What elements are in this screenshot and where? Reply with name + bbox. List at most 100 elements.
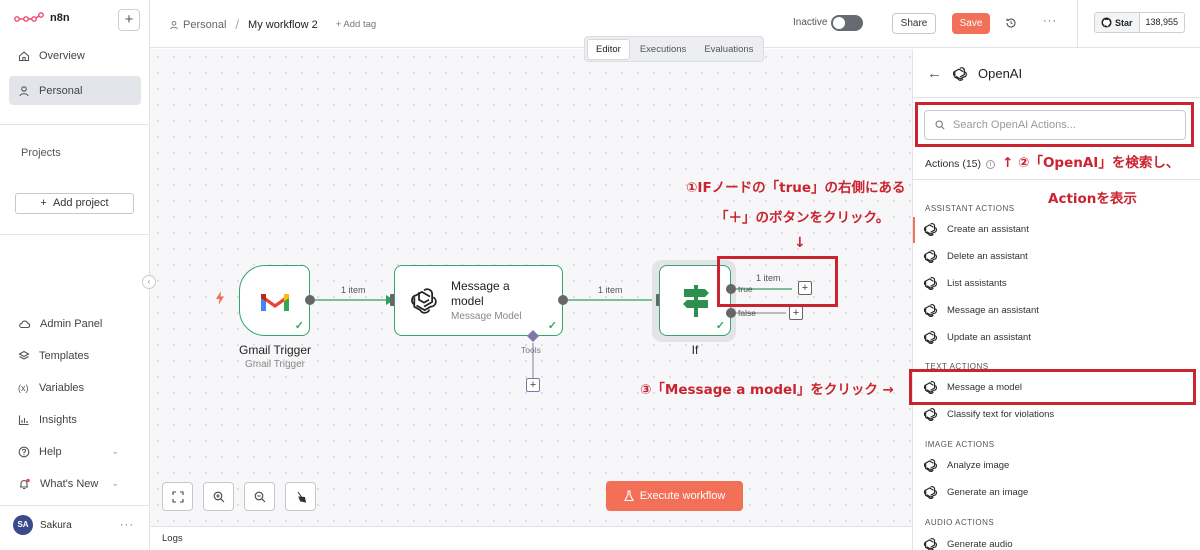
- tab-editor[interactable]: Editor: [587, 38, 630, 60]
- workflow-canvas[interactable]: Editor Executions Evaluations ✓ Gmail Tr…: [150, 36, 912, 526]
- success-check-icon: ✓: [715, 320, 725, 332]
- add-node-false-button[interactable]: +: [789, 306, 803, 320]
- execute-workflow-button[interactable]: Execute workflow: [606, 481, 743, 511]
- create-button[interactable]: +: [118, 9, 140, 31]
- connection-lines: [314, 288, 792, 379]
- add-tool-button[interactable]: +: [526, 378, 540, 392]
- annotation-highlight-box: [717, 256, 838, 307]
- message-input-handle[interactable]: [390, 294, 396, 306]
- gmail-icon: [261, 294, 289, 311]
- sidebar-item-insights[interactable]: Insights: [9, 405, 141, 434]
- tools-diamond-handle[interactable]: [527, 330, 539, 342]
- action-message-assistant[interactable]: Message an assistant: [923, 298, 1193, 322]
- search-input[interactable]: [953, 119, 1173, 131]
- zoom-out-button[interactable]: [244, 482, 275, 511]
- tools-label: Tools: [521, 345, 541, 355]
- more-options-icon[interactable]: ···: [1043, 15, 1057, 27]
- github-star-button[interactable]: Star: [1095, 13, 1140, 32]
- annotation-step2-line1: ↑ ②「OpenAI」を検索し、: [1002, 155, 1180, 171]
- share-button[interactable]: Share: [892, 13, 936, 34]
- breadcrumb: Personal / My workflow 2 + Add tag: [169, 17, 376, 32]
- flask-icon: [623, 490, 634, 502]
- sidebar-item-label: Insights: [39, 413, 77, 426]
- annotation-highlight-box: [915, 102, 1194, 147]
- save-button[interactable]: Save: [952, 13, 990, 34]
- history-icon[interactable]: [1005, 17, 1017, 29]
- github-star-widget[interactable]: Star 138,955: [1094, 12, 1186, 33]
- connection-item-count: 1 item: [598, 285, 623, 295]
- action-generate-image[interactable]: Generate an image: [923, 480, 1193, 504]
- action-message-model[interactable]: Message a model: [923, 375, 1193, 399]
- action-analyze-image[interactable]: Analyze image: [923, 453, 1193, 477]
- add-node-true-button[interactable]: +: [798, 281, 812, 295]
- n8n-logo[interactable]: n8n: [14, 12, 70, 24]
- action-update-assistant[interactable]: Update an assistant: [923, 325, 1193, 349]
- action-label: Delete an assistant: [947, 250, 1028, 262]
- panel-title: OpenAI: [978, 66, 1023, 81]
- tab-evaluations[interactable]: Evaluations: [704, 43, 754, 55]
- sidebar-item-label: What's New: [40, 477, 99, 490]
- user-profile[interactable]: SA Sakura: [13, 515, 72, 535]
- zoom-in-icon: [213, 491, 224, 502]
- add-project-label: Add project: [52, 197, 109, 209]
- top-divider: [1077, 0, 1078, 48]
- openai-icon: [923, 485, 938, 500]
- tab-executions[interactable]: Executions: [639, 43, 687, 55]
- if-node-title: If: [691, 343, 699, 357]
- workflow-name[interactable]: My workflow 2: [248, 18, 318, 31]
- openai-icon: [923, 330, 938, 345]
- panel-divider: [913, 179, 1200, 180]
- github-star-label: Star: [1115, 17, 1133, 28]
- sidebar-item-whats-new[interactable]: What's New ⌄: [9, 469, 141, 498]
- action-list-assistants[interactable]: List assistants: [923, 271, 1193, 295]
- annotation-step1-line1: ①IFノードの「true」の右側にある: [686, 180, 906, 196]
- openai-icon: [923, 222, 938, 237]
- user-menu-icon[interactable]: ···: [120, 519, 134, 531]
- gmail-output-handle[interactable]: [305, 295, 315, 305]
- action-delete-assistant[interactable]: Delete an assistant: [923, 244, 1193, 268]
- gmail-trigger-node[interactable]: ✓: [239, 265, 310, 336]
- breadcrumb-project[interactable]: Personal: [183, 18, 227, 31]
- info-icon[interactable]: i: [986, 159, 996, 169]
- cloud-icon: [19, 320, 31, 328]
- plus-icon: +: [40, 197, 53, 209]
- openai-icon: [923, 249, 938, 264]
- back-arrow-icon[interactable]: ←: [927, 65, 942, 82]
- sidebar-item-templates[interactable]: Templates: [9, 341, 141, 370]
- openai-icon: [923, 407, 938, 422]
- gmail-node-title: Gmail Trigger: [238, 343, 312, 357]
- logs-bar[interactable]: Logs: [150, 526, 912, 550]
- message-output-handle[interactable]: [558, 295, 568, 305]
- actions-heading: Actions (15) i: [925, 158, 996, 170]
- add-project-button[interactable]: + Add project: [15, 193, 134, 214]
- add-tag-link[interactable]: + Add tag: [335, 19, 377, 30]
- action-create-assistant[interactable]: Create an assistant: [923, 217, 1193, 241]
- if-true-handle[interactable]: [726, 284, 736, 294]
- action-classify-text[interactable]: Classify text for violations: [923, 402, 1193, 426]
- panel-divider: [913, 97, 1200, 98]
- sidebar-item-admin-panel[interactable]: Admin Panel: [9, 309, 141, 338]
- fit-view-button[interactable]: [162, 482, 193, 511]
- tidy-up-button[interactable]: [285, 482, 316, 511]
- sidebar-item-personal[interactable]: Personal: [9, 76, 141, 105]
- panel-header: ← OpenAI: [927, 65, 1022, 82]
- sidebar-item-overview[interactable]: Overview: [9, 41, 141, 70]
- message-node-subtitle: Message Model: [451, 311, 522, 322]
- action-generate-audio[interactable]: Generate audio: [923, 532, 1193, 550]
- sidebar-item-help[interactable]: Help ⌄: [9, 437, 141, 466]
- sidebar-divider: [0, 234, 150, 235]
- active-toggle[interactable]: [831, 15, 863, 31]
- collapse-sidebar-icon[interactable]: ‹: [142, 275, 156, 289]
- zoom-in-button[interactable]: [203, 482, 234, 511]
- annotation-step2-line2: Actionを表示: [1048, 191, 1137, 207]
- sidebar-item-variables[interactable]: (x) Variables: [9, 373, 141, 402]
- sidebar-item-label: Personal: [39, 84, 83, 97]
- user-icon: [19, 85, 29, 96]
- message-model-node[interactable]: Message a model Message Model ✓: [394, 265, 563, 336]
- zoom-out-icon: [254, 491, 265, 502]
- selection-accent: [913, 217, 915, 243]
- sidebar-item-label: Admin Panel: [40, 317, 103, 330]
- fit-view-icon: [171, 490, 184, 503]
- if-false-handle[interactable]: [726, 308, 736, 318]
- search-field[interactable]: [924, 110, 1186, 140]
